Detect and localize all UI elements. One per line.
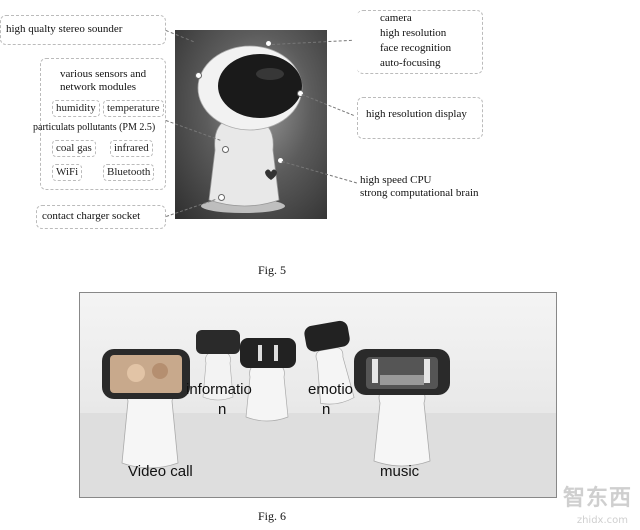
figure-5-caption: Fig. 5 <box>258 263 287 277</box>
coal-gas-chip: coal gas <box>52 140 96 157</box>
robot-information <box>240 338 296 422</box>
cpu-label-2: strong computational brain <box>360 187 479 199</box>
charger-point <box>218 194 225 201</box>
sensors-title-line1: various sensors and <box>60 68 147 80</box>
camera-point <box>265 40 272 47</box>
display-point <box>297 90 304 97</box>
camera-label-4: auto-focusing <box>380 57 441 69</box>
cpu-label-1: high speed CPU <box>360 174 432 186</box>
robots-illustration <box>80 320 556 497</box>
speaker-point <box>195 72 202 79</box>
robot-illustration <box>197 45 303 213</box>
emotion-label-2: n <box>322 401 331 418</box>
watermark-brand: 智东西 <box>562 486 632 511</box>
sensors-title-line2: network modules <box>60 81 137 93</box>
cpu-point <box>277 157 284 164</box>
robots-photo: Video call informatio n emotio n music <box>79 292 557 498</box>
humidity-chip: humidity <box>52 100 100 117</box>
robot-video-call <box>102 349 190 469</box>
camera-label-2: high resolution <box>380 27 447 39</box>
stereo-sounder-label: high qualty stereo sounder <box>6 23 123 35</box>
watermark-domain: zhidx.com <box>576 515 628 526</box>
robot-emotion <box>304 320 355 405</box>
robot-information-small <box>196 330 240 401</box>
infrared-chip: infrared <box>110 140 153 157</box>
wifi-chip: WiFi <box>52 164 83 181</box>
camera-label-1: camera <box>380 12 412 24</box>
camera-box <box>357 10 483 74</box>
emotion-label-1: emotio <box>308 381 354 398</box>
camera-label-3: face recognition <box>380 42 452 54</box>
information-label-2: n <box>218 401 227 418</box>
bluetooth-chip: Bluetooth <box>103 164 155 181</box>
display-label: high resolution display <box>366 108 467 120</box>
stereo-sounder-box <box>0 15 166 45</box>
charger-box <box>36 205 166 229</box>
figure-6-caption: Fig. 6 <box>258 509 287 523</box>
robot-music <box>354 349 450 467</box>
temperature-chip: temperature <box>103 100 164 117</box>
pm25-label: particulats pollutants (PM 2.5) <box>33 122 156 133</box>
information-label-1: informatio <box>186 381 252 398</box>
charger-label: contact charger socket <box>42 210 141 222</box>
display-box <box>357 97 483 139</box>
music-label: music <box>380 463 420 480</box>
video-call-label: Video call <box>128 463 193 480</box>
robot-photo <box>175 30 327 219</box>
sensor-point <box>222 146 229 153</box>
